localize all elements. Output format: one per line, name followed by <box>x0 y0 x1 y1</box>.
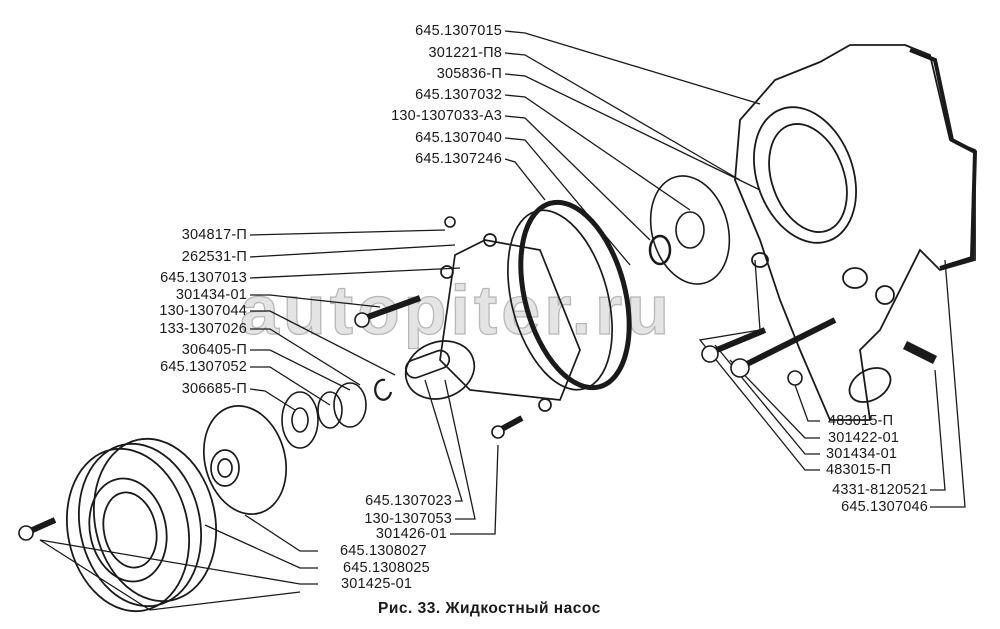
part-label: 301426-01 <box>375 526 447 542</box>
part-label: 645.1307032 <box>415 87 502 103</box>
part-label: 130-1307053 <box>364 511 452 527</box>
part-label: 262531-П <box>181 249 247 265</box>
part-label: 301221-П8 <box>428 45 502 61</box>
part-label: 301422-01 <box>828 430 900 446</box>
figure-caption: Рис. 33. Жидкостный насос <box>378 600 601 617</box>
bolts <box>18 216 938 541</box>
pump-body-part <box>404 199 632 412</box>
part-label: 645.1307046 <box>841 499 928 515</box>
bearing-shaft-part <box>281 378 393 449</box>
part-label: 130-1307044 <box>159 303 247 319</box>
part-label: 306405-П <box>181 342 247 358</box>
leader-lines-top <box>504 30 761 266</box>
part-label: 133-1307026 <box>159 321 247 337</box>
part-label: 645.1308027 <box>340 543 427 559</box>
part-label: 305836-П <box>436 66 502 82</box>
leader-lines-right <box>698 259 966 508</box>
part-label: 483015-П <box>828 413 894 429</box>
watermark: autopiter.ru <box>239 270 674 349</box>
part-label: 645.1307013 <box>160 270 247 286</box>
part-label: 645.1307052 <box>160 359 247 375</box>
pump-cover-part <box>734 44 978 421</box>
hub-part <box>202 405 288 515</box>
part-label: 645.1307246 <box>415 151 502 167</box>
part-label: 306685-П <box>181 381 247 397</box>
part-label: 645.1307023 <box>365 493 452 509</box>
part-label: 483015-П <box>826 462 892 478</box>
part-label: 301434-01 <box>826 446 898 462</box>
leader-lines-bottom <box>39 379 499 611</box>
part-label: 645.1307015 <box>415 23 502 39</box>
impeller-part <box>648 175 731 285</box>
pulley-part <box>65 437 218 613</box>
leader-lines-left <box>249 229 461 411</box>
part-label: 645.1308025 <box>343 560 430 576</box>
part-label: 301425-01 <box>341 576 413 592</box>
part-label: 304817-П <box>181 227 247 243</box>
part-label: 301434-01 <box>175 287 247 303</box>
part-label: 130-1307033-А3 <box>391 108 502 124</box>
part-label: 645.1307040 <box>415 130 502 146</box>
part-label: 4331-8120521 <box>832 482 928 498</box>
